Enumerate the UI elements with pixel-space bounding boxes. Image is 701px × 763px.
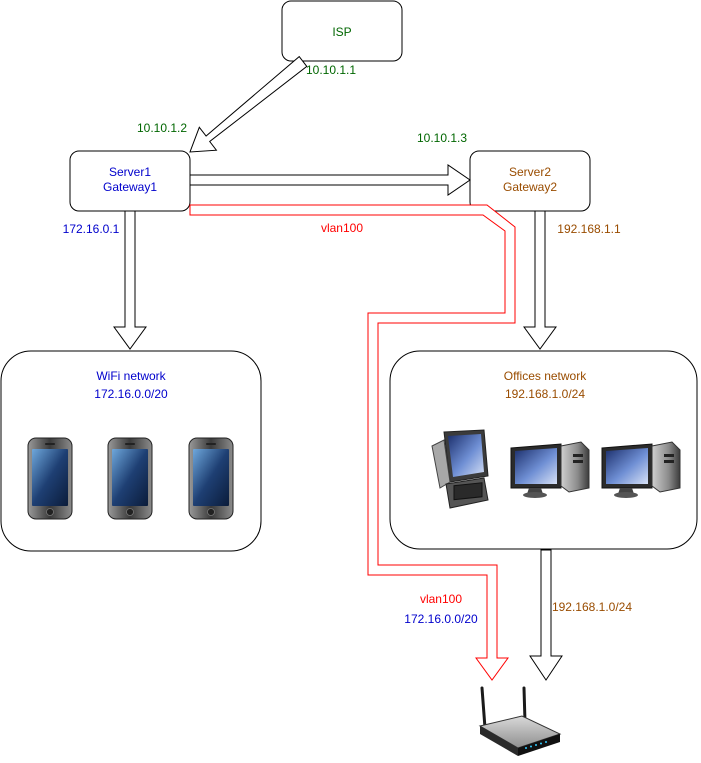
server1-role: Gateway1	[103, 180, 157, 194]
offices-network-subnet: 192.168.1.0/24	[505, 387, 585, 401]
isp-to-server1-arrow	[189, 55, 308, 153]
isp-node: ISP	[281, 0, 403, 62]
vlan100-top-label: vlan100	[321, 221, 363, 235]
offices-to-router-arrow	[529, 549, 563, 681]
smartphone-icon	[107, 437, 153, 520]
smartphone-icon	[27, 437, 73, 520]
isp-label: ISP	[332, 25, 351, 39]
server2-role: Gateway2	[503, 180, 557, 194]
server2-node: Server2 Gateway2	[469, 150, 591, 212]
server2-to-offices-arrow	[523, 210, 557, 350]
wifi-network-subnet: 172.16.0.0/20	[94, 387, 168, 401]
desktop-computer-icon	[510, 441, 590, 498]
server1-node: Server1 Gateway1	[69, 150, 191, 212]
offices-to-router-label: 192.168.1.0/24	[552, 600, 632, 614]
server2-wan-ip-label: 10.10.1.3	[417, 131, 467, 145]
server1-wan-ip-label: 10.10.1.2	[137, 121, 187, 135]
vlan100-tunnel-arrow	[189, 204, 516, 681]
offices-network-title: Offices network	[504, 369, 587, 383]
server1-to-server2-arrow	[189, 164, 471, 196]
server2-name: Server2	[509, 165, 551, 179]
pos-terminal-icon	[431, 429, 489, 509]
wireless-router-icon	[478, 686, 562, 756]
wifi-network-title: WiFi network	[96, 369, 166, 383]
vlan100-bottom-label: vlan100	[420, 592, 462, 606]
isp-ip-label: 10.10.1.1	[306, 63, 356, 77]
vlan100-subnet-label: 172.16.0.0/20	[404, 612, 478, 626]
desktop-computer-icon	[601, 441, 681, 498]
smartphone-icon	[188, 437, 234, 520]
server1-name: Server1	[109, 165, 151, 179]
server1-lan-ip-label: 172.16.0.1	[63, 222, 120, 236]
server2-lan-ip-label: 192.168.1.1	[557, 222, 621, 236]
server1-to-wifi-arrow	[113, 210, 147, 350]
